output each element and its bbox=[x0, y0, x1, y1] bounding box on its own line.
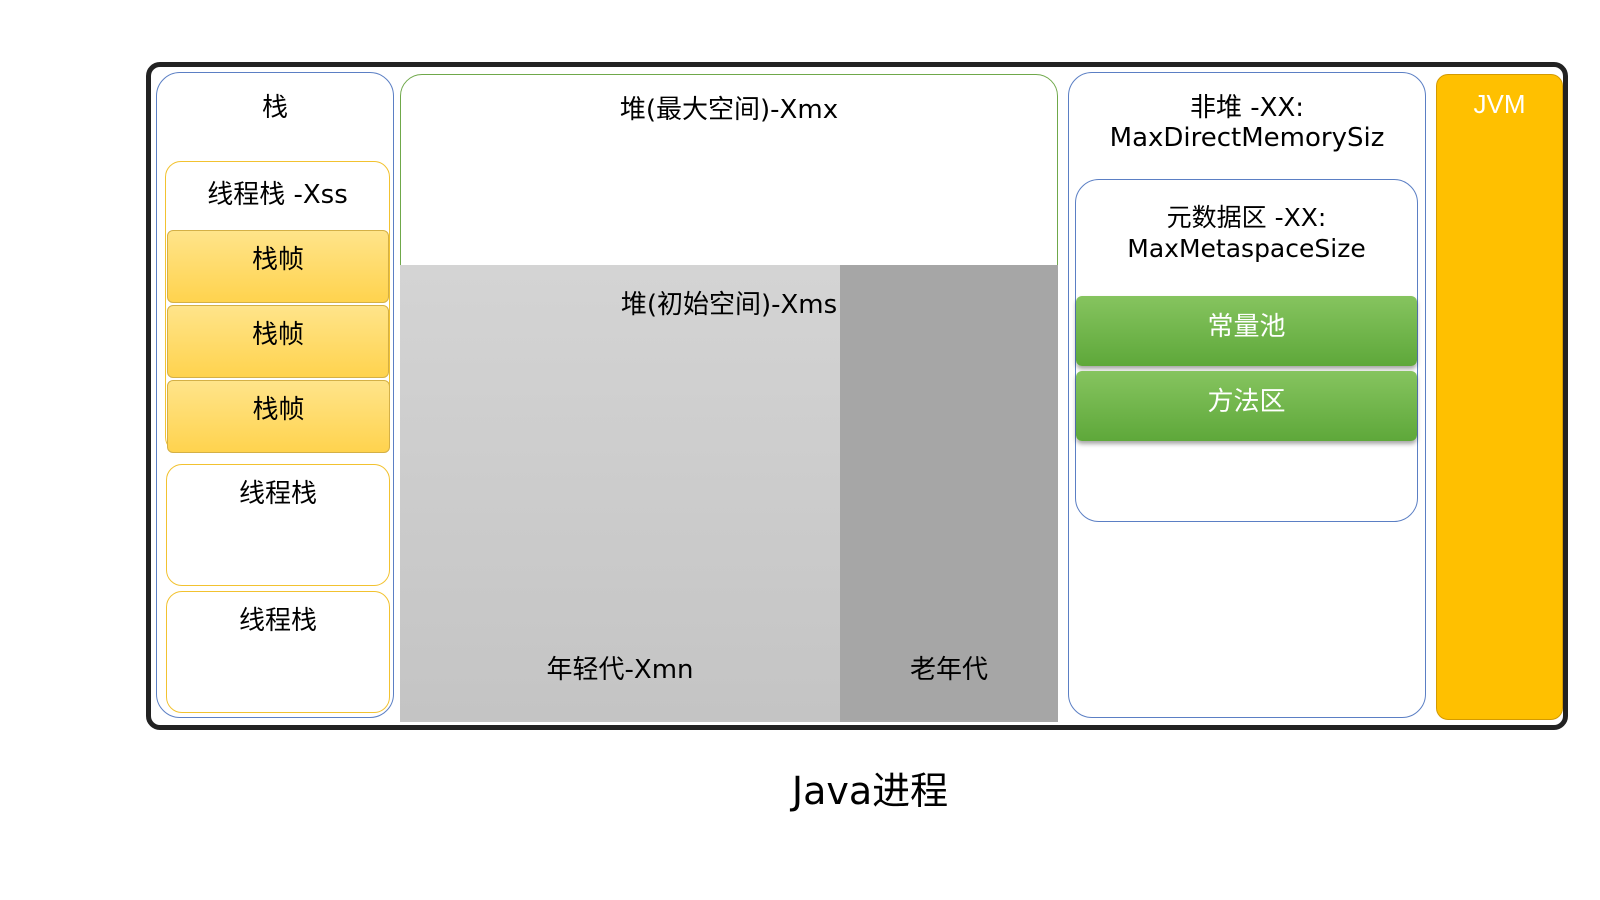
method-area-label: 方法区 bbox=[1207, 387, 1286, 417]
heap-max-label: 堆(最大空间)-Xmx bbox=[619, 95, 839, 125]
nonheap-title-line1: 非堆 -XX: bbox=[1189, 93, 1305, 123]
old-gen-label: 老年代 bbox=[909, 655, 988, 685]
stack-title: 栈 bbox=[261, 93, 288, 123]
young-gen-label: 年轻代-Xmn bbox=[546, 655, 694, 685]
stack-frame-label: 栈帧 bbox=[251, 320, 304, 350]
thread-stack-3-label: 线程栈 bbox=[238, 606, 317, 636]
thread-stack-2-label: 线程栈 bbox=[238, 479, 317, 509]
jvm-label: JVM bbox=[1473, 89, 1526, 119]
thread-stack-xss-label: 线程栈 -Xss bbox=[207, 180, 348, 210]
stack-frame-label: 栈帧 bbox=[251, 245, 304, 275]
stack-frame-label: 栈帧 bbox=[252, 395, 305, 425]
heap-init-label: 堆(初始空间)-Xms bbox=[620, 290, 838, 320]
diagram-caption: Java进程 bbox=[791, 769, 949, 813]
constant-pool: 常量池 bbox=[1076, 296, 1417, 366]
stack-frame-1: 栈帧 bbox=[167, 230, 389, 303]
stack-frame-2: 栈帧 bbox=[167, 305, 389, 378]
nonheap-title-line2: MaxDirectMemorySiz bbox=[1109, 123, 1385, 153]
thread-stack-3: 线程栈 bbox=[166, 591, 390, 713]
stack-frame-3: 栈帧 bbox=[167, 380, 390, 453]
jvm-region: JVM bbox=[1436, 74, 1563, 720]
thread-stack-2: 线程栈 bbox=[166, 464, 390, 586]
metaspace-line2: MaxMetaspaceSize bbox=[1127, 234, 1366, 263]
young-generation: 年轻代-Xmn bbox=[400, 265, 840, 722]
old-generation: 老年代 bbox=[840, 265, 1058, 722]
constant-pool-label: 常量池 bbox=[1207, 312, 1286, 342]
method-area: 方法区 bbox=[1076, 371, 1417, 441]
metaspace-line1: 元数据区 -XX: bbox=[1166, 203, 1327, 232]
